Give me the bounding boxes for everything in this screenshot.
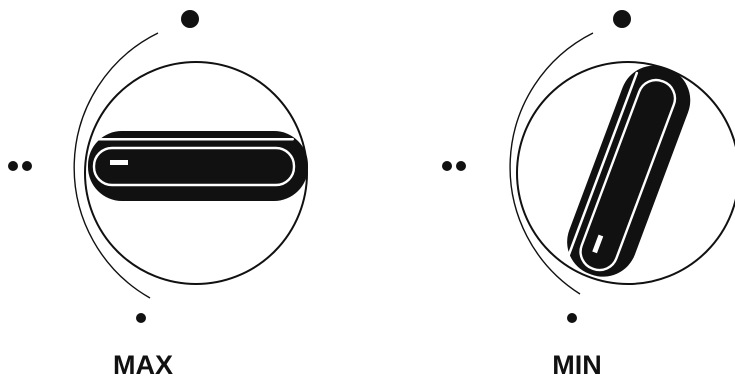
max-knob-bottom-dot — [136, 313, 146, 323]
max-knob-handle-top-highlight — [94, 138, 294, 141]
max-knob-handle-body — [88, 131, 308, 201]
min-knob-label: MIN — [552, 350, 602, 379]
min-knob-left-dot-outer — [442, 161, 452, 171]
max-knob-handle[interactable] — [88, 131, 308, 201]
max-knob: MAX — [8, 10, 308, 379]
max-knob-left-dot-outer — [8, 161, 18, 171]
max-knob-label: MAX — [113, 350, 173, 379]
max-knob-pointer-indicator — [110, 160, 128, 165]
min-knob-bottom-dot — [567, 313, 577, 323]
max-knob-left-dot-inner — [22, 161, 32, 171]
min-knob-top-dot — [613, 10, 631, 28]
min-knob-left-dot-inner — [456, 161, 466, 171]
max-knob-top-dot — [181, 10, 199, 28]
min-knob: MIN — [442, 10, 735, 379]
